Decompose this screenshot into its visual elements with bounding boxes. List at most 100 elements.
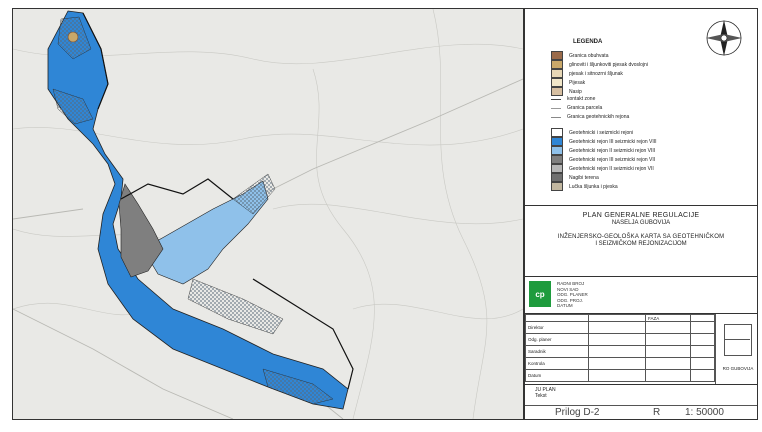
- legend-item: Granica obuhvata: [551, 51, 608, 60]
- hatch-zone-mid: [52, 88, 94, 125]
- legend-item: Granica parcela: [551, 105, 602, 111]
- river-zone-light: [142, 180, 269, 285]
- legend-item: pjesak i sitnozrni šljunak: [551, 69, 623, 78]
- legend-label: Granica parcela: [567, 105, 603, 111]
- table-cell: [690, 333, 715, 346]
- river-zone-gray: [118, 183, 164, 278]
- ratio-label: R: [653, 407, 661, 418]
- brown-marker: [67, 31, 79, 43]
- table-row: Datum: [525, 369, 715, 382]
- table-row: Odg. planer: [525, 333, 715, 346]
- legend-item: Pijesak: [551, 78, 585, 87]
- header-cell: [690, 314, 715, 322]
- legend-label: Nagibi terena: [569, 174, 599, 181]
- legend-item: Nasip: [551, 87, 582, 96]
- footer-notes: JU PLAN Tekst: [535, 387, 556, 399]
- sheet-index-divider: [724, 339, 750, 340]
- firm-block: cp RADNI BROJ NOVI SAD ODG. PLANER ODG. …: [525, 277, 757, 314]
- legend-item: Granica geotehnickih rejona: [551, 114, 629, 120]
- firm-line: ODG. PROJ.: [557, 297, 584, 303]
- title-block: PLAN GENERALNE REGULACIJE NASELJA GUBOVI…: [525, 206, 757, 277]
- table-cell: [645, 357, 691, 370]
- table-cell: [690, 369, 715, 382]
- legend-item: Geotehnicki rejon II seizmicki rejon VII: [551, 164, 654, 173]
- table-cell: [645, 333, 691, 346]
- table-cell: [588, 321, 646, 334]
- table-header-row: FAZA: [525, 314, 715, 322]
- plan-subtitle: NASELJA GUBOVIJA: [611, 220, 671, 226]
- row-label: Kontrola: [525, 357, 589, 370]
- footer-note: Tekst: [535, 393, 547, 399]
- legend-swatch-icon: [551, 137, 563, 146]
- legend-item: glinoviti i šljunkoviti pjesak dvoslojni: [551, 60, 648, 69]
- row-label: Odg. planer: [525, 333, 589, 346]
- legend-swatch-icon: [551, 155, 563, 164]
- table-cell: [645, 345, 691, 358]
- table-row: Saradnik: [525, 345, 715, 358]
- legend-label: glinoviti i šljunkoviti pjesak dvoslojni: [569, 61, 648, 68]
- firm-line: ODG. PLANER: [557, 292, 588, 297]
- firm-line: RADNI BROJ: [557, 281, 585, 286]
- legend-swatch-icon: [551, 60, 563, 69]
- legend-swatch-icon: [551, 146, 563, 155]
- legend-swatch-icon: [551, 128, 563, 137]
- legend-item: kontakt zone: [551, 96, 595, 102]
- legend-label: Pijesak: [569, 79, 586, 86]
- signature-grid: FAZA Direktor Odg. planer Saradnik: [525, 314, 757, 385]
- table-cell: [690, 345, 715, 358]
- appendix-label: Prilog D-2: [555, 407, 600, 418]
- header-cell: FAZA: [645, 314, 691, 322]
- legend-label: Geotehnicki rejon II seizmicki rejon VII…: [569, 147, 656, 154]
- table-cell: [690, 357, 715, 370]
- plan-title: PLAN GENERALNE REGULACIJE: [582, 212, 700, 219]
- sheet-index-label: RO GUBOVIJA: [722, 366, 754, 371]
- legend-label: kontakt zone: [567, 96, 596, 102]
- legend-label: Geotehnicki rejon III seizmicki rejon VI…: [569, 156, 656, 163]
- legend-line-icon: [551, 98, 561, 100]
- legend-swatch-icon: [551, 164, 563, 173]
- legend-label: Lučka šljunka i pjeska: [569, 183, 618, 190]
- footer-block: JU PLAN Tekst Prilog D-2 R 1: 50000: [525, 385, 757, 419]
- table-cell: [588, 369, 646, 382]
- table-cell: [690, 321, 715, 334]
- table-cell: [588, 345, 646, 358]
- firm-info: RADNI BROJ NOVI SAD ODG. PLANER ODG. PRO…: [557, 281, 588, 309]
- legend-label: pjesak i sitnozrni šljunak: [569, 70, 623, 77]
- legend-swatch-icon: [551, 69, 563, 78]
- footer-note: JU PLAN: [535, 387, 556, 393]
- legend-label: Geotehnicki rejon III seizmicki rejon VI…: [569, 138, 657, 145]
- map-frame[interactable]: [12, 8, 524, 420]
- header-cell: [588, 314, 646, 322]
- legend-label: Granica geotehnickih rejona: [567, 114, 630, 120]
- row-label: Datum: [525, 369, 589, 382]
- legend-label: Geotehnicki rejon II seizmicki rejon VII: [569, 165, 654, 172]
- legend-label: Nasip: [569, 88, 582, 95]
- legend-swatch-icon: [551, 182, 563, 191]
- header-cell: [525, 314, 589, 322]
- legend-item: Geotehnicki rejon III seizmicki rejon VI…: [551, 137, 657, 146]
- table-cell: [645, 369, 691, 382]
- table-cell: [645, 321, 691, 334]
- legend-line-icon: [551, 107, 561, 109]
- map-scale: 1: 50000: [685, 407, 724, 418]
- signature-table: FAZA Direktor Odg. planer Saradnik: [525, 314, 715, 382]
- row-label: Saradnik: [525, 345, 589, 358]
- plan-boundary-line: [82, 12, 354, 390]
- legend-swatch-icon: [551, 87, 563, 96]
- legend-swatch-icon: [551, 78, 563, 87]
- legend-label: Geotehnicki i seizmicki rejoni: [569, 129, 634, 136]
- hatch-zone-lower: [187, 278, 284, 335]
- legend-item: Geotehnicki i seizmicki rejoni: [551, 128, 633, 137]
- table-cell: [588, 357, 646, 370]
- table-cell: [588, 333, 646, 346]
- legend-label: Granica obuhvata: [569, 52, 609, 59]
- map-canvas[interactable]: [13, 9, 523, 419]
- footer-row: Prilog D-2 R 1: 50000: [525, 405, 757, 420]
- firm-line: DATUM: [557, 303, 573, 308]
- firm-logo-icon: cp: [529, 281, 551, 307]
- legend-item: Nagibi terena: [551, 173, 599, 182]
- legend-line-icon: [551, 116, 561, 118]
